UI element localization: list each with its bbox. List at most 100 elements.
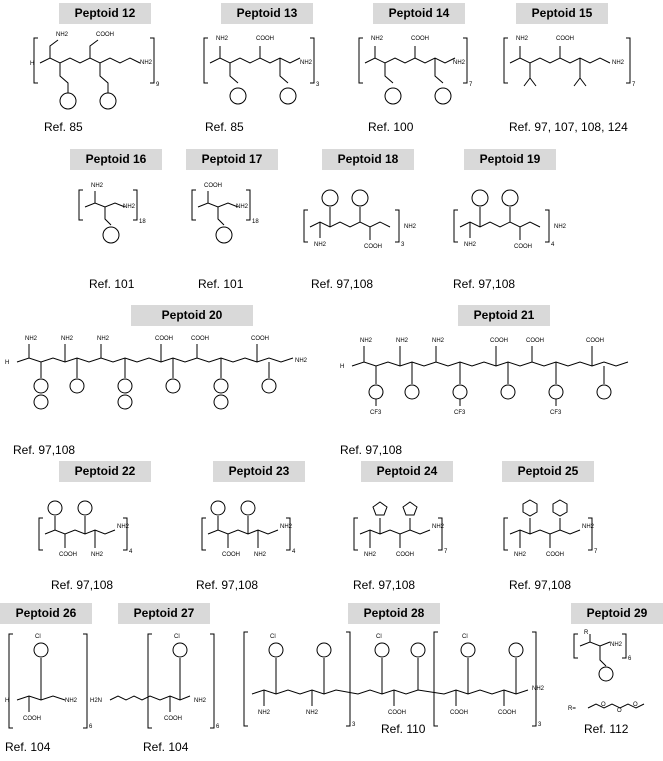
atom-nh2: NH2	[554, 224, 567, 230]
atom-nh2: NH2	[300, 60, 313, 66]
peptoid-17-ref: Ref. 101	[198, 277, 244, 291]
subscript: 9	[156, 82, 160, 88]
subscript: 3	[316, 82, 320, 88]
subscript: 4	[129, 549, 133, 555]
atom-cooh: COOH	[23, 716, 41, 722]
atom-cooh: COOH	[586, 338, 604, 344]
peptoid-17-label: Peptoid 17	[186, 149, 278, 170]
atom-nh2: NH2	[236, 204, 249, 210]
atom-cooh: COOH	[256, 36, 274, 42]
peptoid-20-structure: H NH2 NH2 NH2 COOH COOH COOH NH2	[5, 336, 308, 410]
subscript: 6	[216, 724, 220, 730]
peptoid-28-structure: Cl Cl Cl NH2 NH2 COOH COOH COOH NH2 3 3	[243, 631, 545, 728]
peptoid-26-ref: Ref. 104	[5, 740, 51, 754]
peptoid-18-label: Peptoid 18	[322, 149, 414, 170]
peptoid-17-structure: COOH NH2 18	[191, 183, 259, 244]
atom-cooh: COOH	[526, 338, 544, 344]
atom-nh2: NH2	[194, 698, 207, 704]
atom-cooh: COOH	[411, 36, 429, 42]
peptoid-16-label: Peptoid 16	[70, 149, 162, 170]
peptoid-19-ref: Ref. 97,108	[453, 277, 516, 291]
subscript: 6	[628, 656, 632, 662]
atom-nh2: NH2	[610, 642, 623, 648]
atom-nh2: NH2	[532, 686, 545, 692]
peptoid-21-label: Peptoid 21	[458, 305, 550, 326]
peptoid-13-structure: NH2 COOH NH2 3	[203, 36, 320, 105]
atom-nh2: NH2	[91, 552, 104, 558]
subscript: 7	[469, 82, 473, 88]
peptoid-24-structure: NH2 COOH NH2 7	[353, 501, 448, 558]
atom-nh2: NH2	[514, 552, 527, 558]
subscript: 3	[401, 242, 405, 248]
atom-cooh: COOH	[251, 336, 269, 342]
peptoid-16-ref: Ref. 101	[89, 277, 135, 291]
peptoid-23-ref: Ref. 97,108	[196, 578, 259, 592]
atom-nh2: NH2	[360, 338, 373, 344]
atom-cooh: COOH	[396, 552, 414, 558]
peptoid-19-structure: NH2 COOH NH2 4	[453, 189, 567, 250]
peptoid-29-structure: R NH2 6 R= O O O	[568, 630, 645, 714]
atom-cooh: COOH	[59, 552, 77, 558]
atom-nh2: NH2	[453, 60, 466, 66]
peptoid-29-ref: Ref. 112	[584, 722, 629, 736]
atom-nh2: NH2	[25, 336, 38, 342]
atom-cooh: COOH	[191, 336, 209, 342]
subscript: 3	[538, 722, 542, 728]
atom-cooh: COOH	[546, 552, 564, 558]
peptoid-14-label: Peptoid 14	[373, 3, 465, 24]
atom-cl: Cl	[35, 634, 41, 640]
peptoid-20-label: Peptoid 20	[131, 305, 253, 326]
atom-cooh: COOH	[222, 552, 240, 558]
atom-h: H	[5, 360, 9, 366]
atom-nh2: NH2	[404, 224, 417, 230]
peptoid-27-label: Peptoid 27	[118, 603, 210, 624]
atom-nh2: NH2	[254, 552, 267, 558]
peptoid-12-label: Peptoid 12	[59, 3, 151, 24]
peptoid-18-structure: NH2 COOH NH2 3	[303, 189, 417, 250]
atom-nh2: NH2	[91, 183, 104, 189]
peptoid-22-structure: COOH NH2 NH2 4	[38, 500, 133, 558]
peptoid-15-label: Peptoid 15	[516, 3, 608, 24]
peptoid-28-ref: Ref. 110	[381, 722, 426, 736]
atom-cl: Cl	[174, 634, 180, 640]
atom-h: H	[5, 698, 9, 704]
subscript: 7	[594, 549, 598, 555]
peptoid-23-structure: COOH NH2 NH2 4	[201, 500, 296, 558]
atom-nh2: NH2	[123, 204, 136, 210]
atom-cf3: CF3	[454, 410, 466, 416]
atom-cl: Cl	[462, 634, 468, 640]
peptoid-24-ref: Ref. 97,108	[353, 578, 416, 592]
peptoid-27-structure: Cl H2N COOH NH2 6	[90, 633, 220, 730]
atom-cooh: COOH	[450, 710, 468, 716]
peptoid-13-ref: Ref. 85	[205, 120, 244, 134]
atom-cooh: COOH	[490, 338, 508, 344]
atom-nh2: NH2	[140, 60, 153, 66]
peptoid-25-label: Peptoid 25	[502, 461, 594, 482]
peptoid-13-label: Peptoid 13	[221, 3, 313, 24]
atom-nh2: NH2	[432, 338, 445, 344]
peptoid-18-ref: Ref. 97,108	[311, 277, 374, 291]
subscript: 4	[292, 549, 296, 555]
atom-cooh: COOH	[364, 244, 382, 250]
peptoid-21-ref: Ref. 97,108	[340, 443, 403, 457]
atom-nh2: NH2	[432, 524, 445, 530]
atom-h: H	[340, 364, 344, 370]
peptoid-22-label: Peptoid 22	[59, 461, 151, 482]
atom-nh2: NH2	[364, 552, 377, 558]
atom-cooh: COOH	[388, 710, 406, 716]
atom-nh2: NH2	[295, 358, 308, 364]
atom-nh2: NH2	[306, 710, 319, 716]
peptoid-12-ref: Ref. 85	[44, 120, 83, 134]
subscript: 3	[352, 722, 356, 728]
atom-nh2: NH2	[280, 524, 293, 530]
peptoid-22-ref: Ref. 97,108	[51, 578, 114, 592]
peptoid-28-label: Peptoid 28	[348, 603, 440, 624]
atom-cooh: COOH	[498, 710, 516, 716]
atom-cooh: COOH	[96, 32, 114, 38]
peptoid-12-structure: H NH2 COOH NH2 9	[30, 32, 160, 110]
peptoid-19-label: Peptoid 19	[464, 149, 556, 170]
atom-nh2: NH2	[56, 32, 69, 38]
atom-cooh: COOH	[164, 716, 182, 722]
atom-h2n: H2N	[90, 698, 102, 704]
atom-r-eq: R=	[568, 706, 576, 712]
